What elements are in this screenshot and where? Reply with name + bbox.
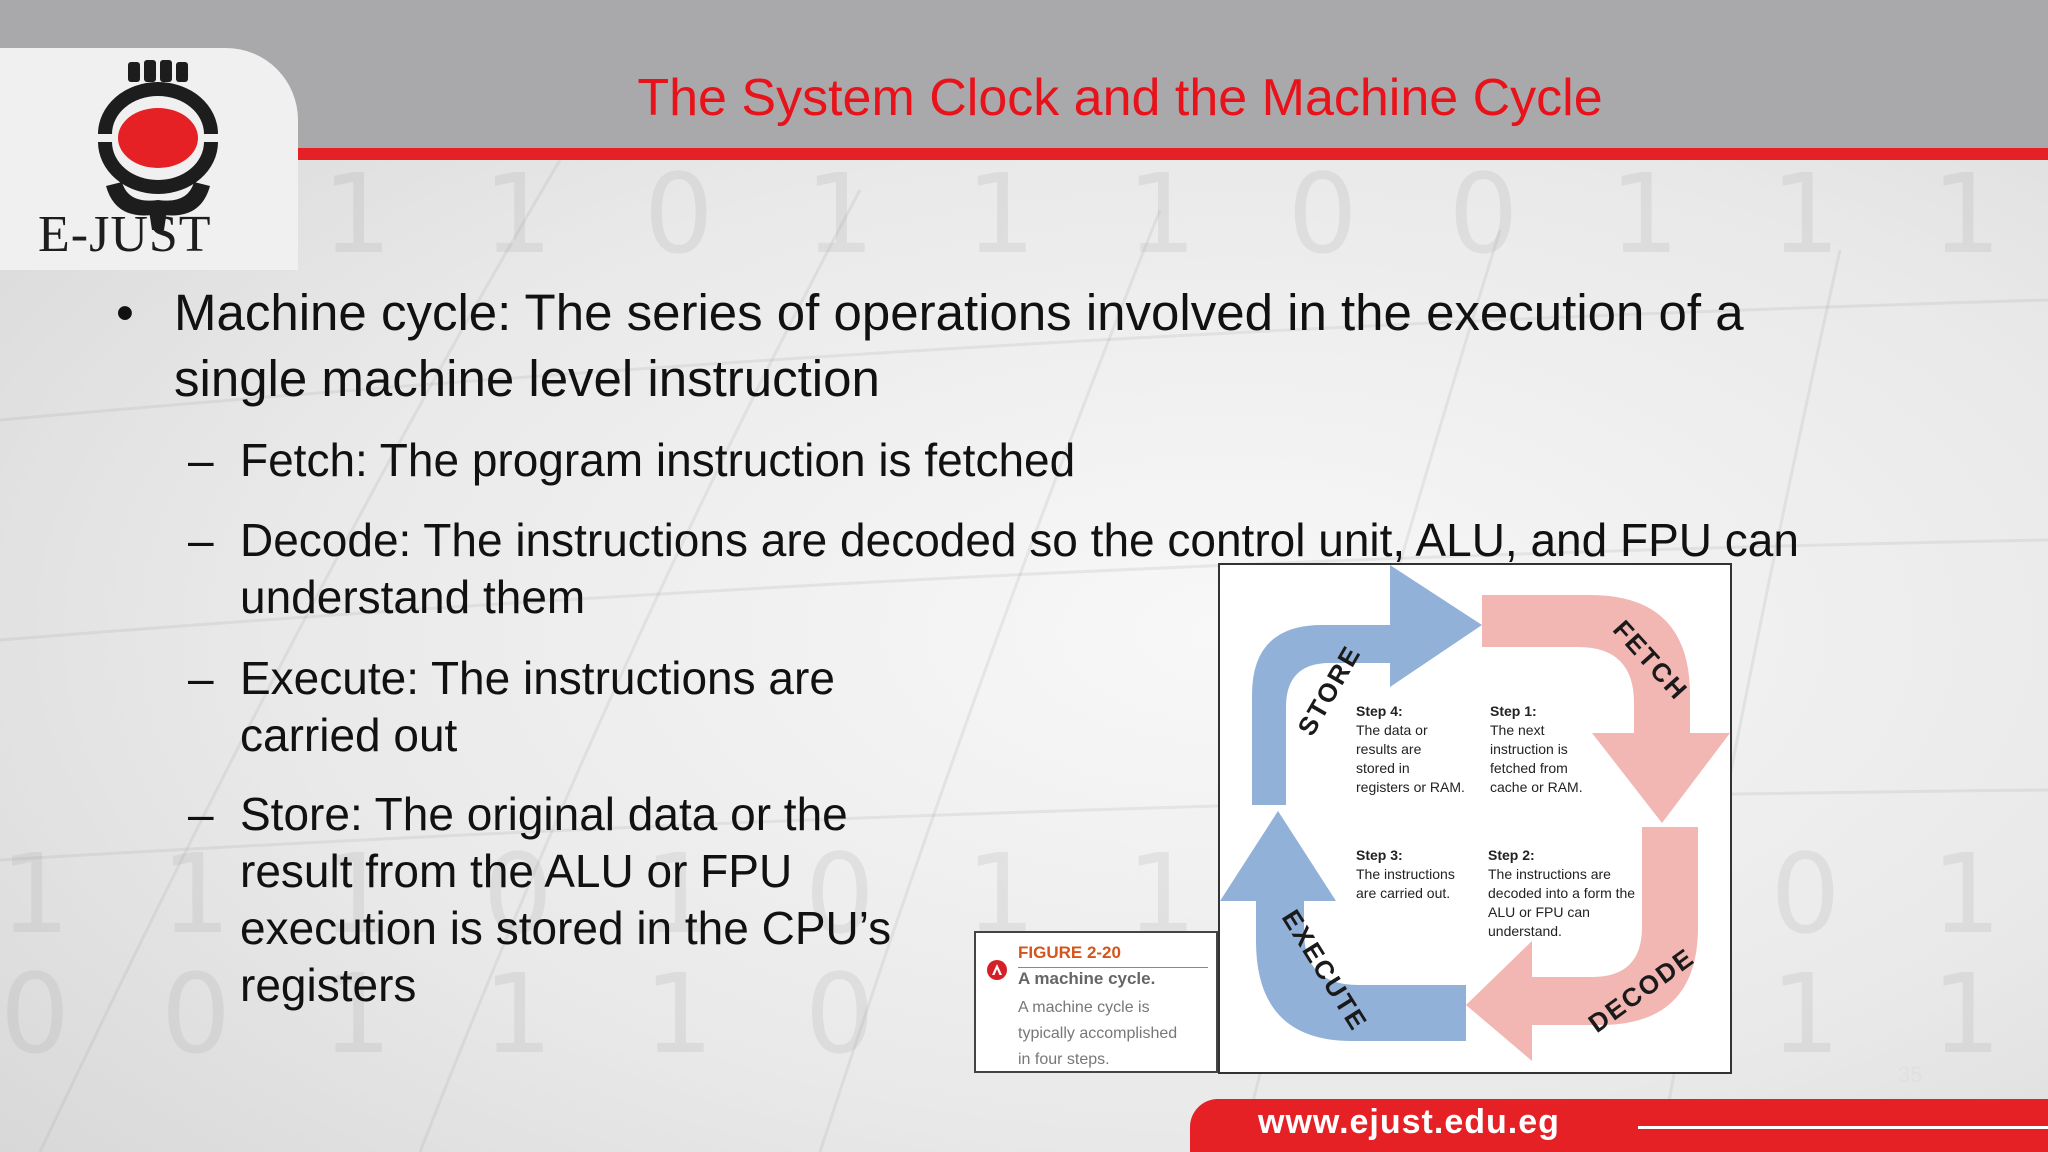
caption-title: A machine cycle. (1018, 969, 1156, 988)
step-head: Step 1: (1490, 703, 1537, 719)
step-line: The next (1490, 722, 1545, 738)
page-number: 35 (1898, 1062, 1923, 1087)
execute-arrow-icon (1220, 811, 1466, 1041)
step-4-text: Step 4: The data or results are stored i… (1356, 702, 1465, 797)
cycle-arrows (1220, 565, 1730, 1061)
store-arrow-icon (1252, 565, 1482, 805)
step-line: fetched from (1490, 760, 1568, 776)
step-line: are carried out. (1356, 885, 1451, 901)
step-line: The data or (1356, 722, 1428, 738)
background-texture: 0 1 1 1 0 1 1 1 0 0 1 1 1 0 1 1 1 0 1 (0, 150, 2048, 278)
ejust-logo-icon (98, 60, 218, 230)
step-head: Step 3: (1356, 847, 1403, 863)
sub-bullet-text: Fetch: The program instruction is fetche… (240, 434, 1076, 486)
step-line: stored in (1356, 760, 1410, 776)
sub-bullet-text: understand them (240, 571, 586, 623)
machine-cycle-diagram: STORE FETCH EXECUTE DECODE Step 4: The d… (1218, 563, 1732, 1074)
footer-url: www.ejust.edu.eg (1258, 1103, 1560, 1141)
caption-text: A machine cycle is typically accomplishe… (1018, 995, 1214, 1073)
figure-caption: FIGURE 2-20 A machine cycle. A machine c… (974, 931, 1218, 1073)
header-red-line (296, 148, 2048, 160)
bullet-machine-cycle: Machine cycle: The series of operations … (174, 280, 1934, 412)
step-line: ALU or FPU can (1488, 904, 1590, 920)
sub-bullet-text: Execute: The instructions are (240, 652, 835, 704)
slide-title: The System Clock and the Machine Cycle (637, 69, 1603, 127)
bullet-text-line: Machine cycle: The series of operations … (174, 284, 1744, 341)
step-2-text: Step 2: The instructions are decoded int… (1488, 846, 1635, 941)
sub-bullet-text: Decode: The instructions are decoded so … (240, 514, 1799, 566)
step-line: registers or RAM. (1356, 779, 1465, 795)
step-line: The instructions are (1488, 866, 1611, 882)
step-line: decoded into a form the (1488, 885, 1636, 901)
logo-text: E-JUST (38, 206, 212, 263)
sub-bullet-store: Store: The original data or the result f… (240, 786, 960, 1014)
sub-bullet-text: Store: The original data or the (240, 788, 848, 840)
step-3-text: Step 3: The instructions are carried out… (1356, 846, 1455, 903)
step-line: The instructions (1356, 866, 1455, 882)
sub-bullet-text: registers (240, 959, 417, 1011)
caption-line: A machine cycle is (1018, 999, 1150, 1016)
sub-bullet-text: result from the ALU or FPU (240, 845, 793, 897)
dash-marker: – (188, 788, 214, 840)
decode-arrow-icon (1466, 827, 1698, 1061)
sub-bullet-execute: Execute: The instructions are carried ou… (240, 650, 960, 764)
step-line: instruction is (1490, 741, 1568, 757)
caption-rule (1018, 967, 1208, 968)
dash-marker: – (188, 652, 214, 704)
step-line: results are (1356, 741, 1422, 757)
sub-bullet-decode: Decode: The instructions are decoded so … (240, 512, 1940, 626)
header-band (0, 0, 2048, 152)
sub-bullet-fetch: Fetch: The program instruction is fetche… (240, 432, 1940, 489)
step-head: Step 4: (1356, 703, 1403, 719)
dash-marker: – (188, 514, 214, 566)
caption-line: typically accomplished (1018, 1025, 1178, 1042)
caption-line: in four steps. (1018, 1051, 1110, 1068)
bullet-marker: • (116, 284, 134, 341)
caption-figure-number: FIGURE 2-20 (1018, 943, 1121, 962)
step-1-text: Step 1: The next instruction is fetched … (1490, 702, 1583, 797)
bullet-text-line: single machine level instruction (174, 350, 880, 407)
footer-band (1190, 1099, 2048, 1152)
fetch-arrow-icon (1482, 595, 1730, 823)
footer-line (1638, 1126, 2048, 1129)
step-line: cache or RAM. (1490, 779, 1583, 795)
step-line: understand. (1488, 923, 1562, 939)
sub-bullet-text: execution is stored in the CPU’s (240, 902, 892, 954)
step-head: Step 2: (1488, 847, 1535, 863)
sub-bullet-text: carried out (240, 709, 458, 761)
dash-marker: – (188, 434, 214, 486)
book-icon (987, 960, 1007, 980)
